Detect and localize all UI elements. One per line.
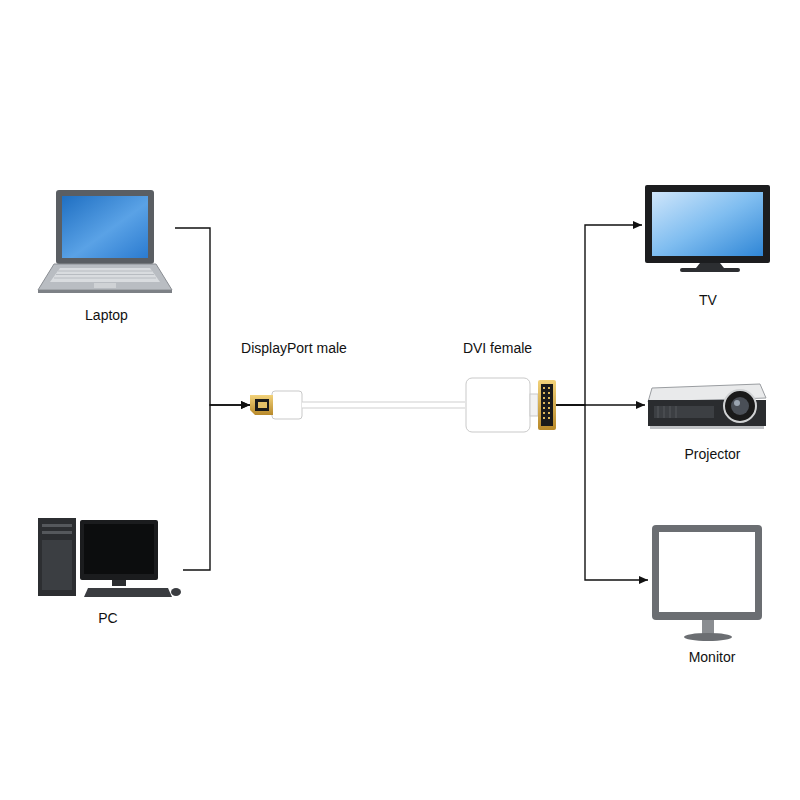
cable [302,405,465,406]
connector-line [556,401,645,409]
arrow-head [633,221,642,229]
arrow-head [639,576,648,584]
laptop-illustration [38,190,172,293]
device-label: DVI female [463,338,532,358]
device-label: Monitor [689,647,736,667]
pc-illustration [38,518,181,597]
tv-node: TV [642,182,774,310]
pc-node: PC [33,512,183,630]
arrow-head [636,401,645,409]
arrow-head [241,401,250,409]
connector-line [183,401,250,570]
device-label: PC [98,608,117,628]
connector-line [175,228,250,409]
displayport-plug [250,391,302,419]
monitor-illustration [652,525,762,641]
connector-line [556,405,648,584]
projector-illustration [648,384,766,429]
arrow-head [241,401,250,409]
projector-node: Projector [645,380,770,462]
device-label: TV [699,290,717,310]
tv-illustration [645,185,770,272]
connector-node: DisplayPort male [250,390,302,420]
laptop-node: Laptop [38,185,175,325]
device-label: Projector [684,444,740,464]
dvi-adapter [466,378,556,432]
monitor-node: Monitor [648,520,766,665]
device-label: Laptop [85,305,128,325]
device-label: DisplayPort male [241,338,347,358]
connector-line [556,221,642,405]
adapter-node: DVI female [465,378,556,432]
